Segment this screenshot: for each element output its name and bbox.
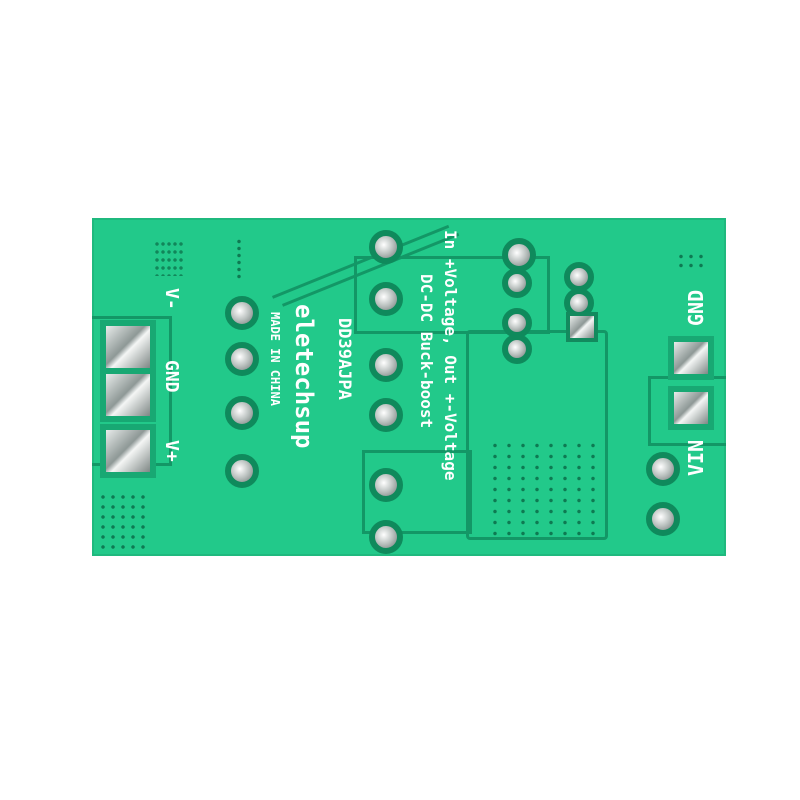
through-hole — [564, 262, 594, 292]
silk-label-gnd-right: GND — [684, 289, 708, 326]
through-hole — [225, 296, 259, 330]
through-hole — [369, 348, 403, 382]
through-hole — [225, 454, 259, 488]
via-grid — [676, 252, 706, 272]
copper-zone-lower — [362, 450, 472, 534]
square-pad-small — [566, 312, 598, 342]
through-hole — [225, 396, 259, 430]
terminal-pad-vminus — [100, 320, 156, 374]
through-hole — [369, 282, 403, 316]
silk-label-gnd-left: GND — [161, 360, 182, 393]
via-grid — [98, 492, 148, 552]
through-hole — [369, 468, 403, 502]
copper-zone-mid — [354, 256, 550, 334]
through-hole — [502, 334, 532, 364]
through-hole — [646, 452, 680, 486]
silk-brand: eletechsup — [290, 304, 318, 449]
silk-label-vin: VIN — [684, 439, 708, 476]
through-hole — [646, 502, 680, 536]
via-grid — [488, 440, 598, 536]
terminal-pad-gnd-right — [668, 336, 714, 380]
through-hole — [369, 398, 403, 432]
terminal-pad-gnd-left — [100, 368, 156, 422]
via-column — [236, 238, 242, 280]
pcb-board: V- GND V+ MADE IN CHINA eletechsup DD39A… — [92, 218, 726, 556]
silk-model: DD39AJPA — [334, 318, 354, 400]
silk-label-vplus: V+ — [161, 440, 182, 462]
terminal-pad-vplus — [100, 424, 156, 478]
through-hole — [369, 520, 403, 554]
through-hole — [502, 268, 532, 298]
via-grid — [154, 240, 184, 276]
silk-origin: MADE IN CHINA — [268, 312, 282, 406]
through-hole — [502, 238, 536, 272]
through-hole — [225, 342, 259, 376]
silk-description-2: DC-DC Buck-boost — [417, 274, 436, 429]
silk-label-vminus: V- — [161, 288, 182, 310]
through-hole — [369, 230, 403, 264]
terminal-pad-vin — [668, 386, 714, 430]
silk-description-1: In +Voltage, Out +-Voltage — [441, 230, 460, 481]
